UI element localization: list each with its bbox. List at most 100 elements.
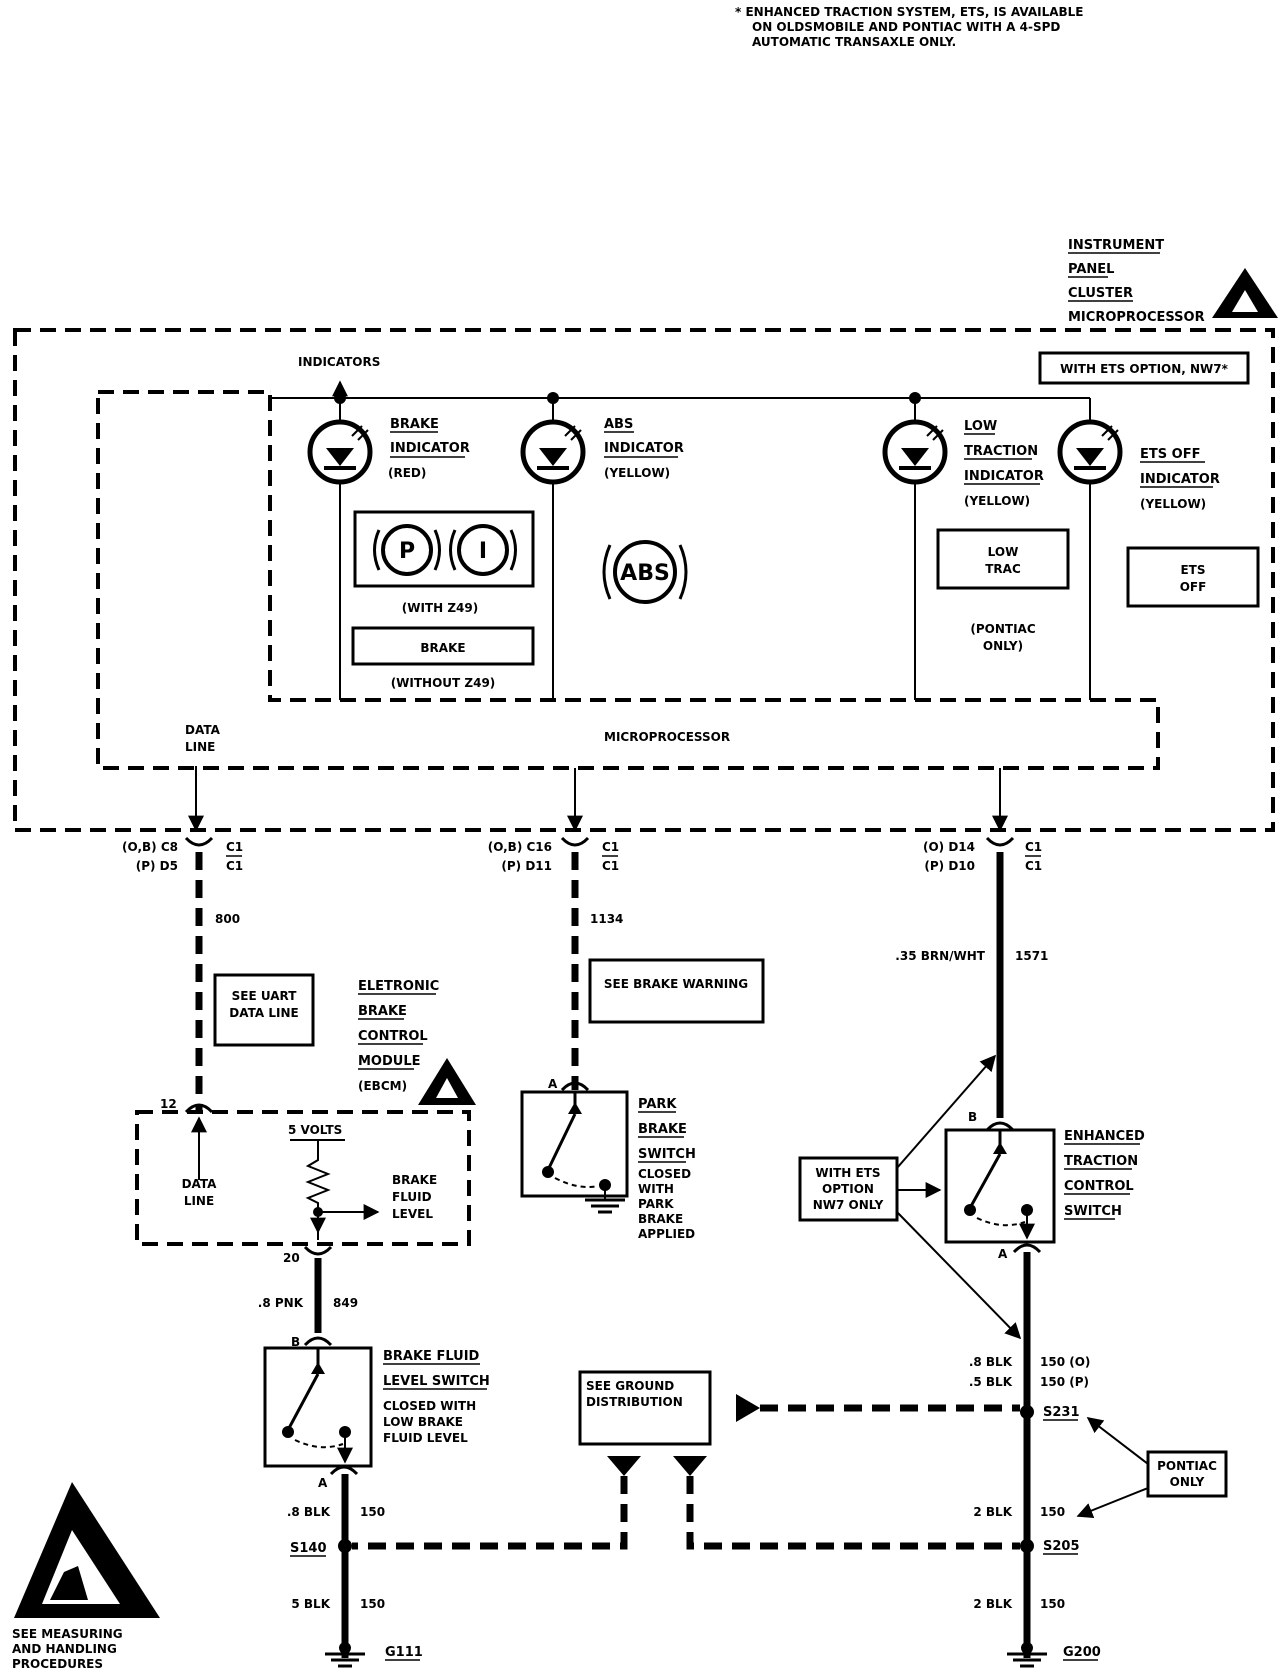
svg-text:ETS OFF: ETS OFF [1140,447,1200,462]
s205-label: S205 [1043,1539,1080,1554]
splice-s140 [338,1539,352,1553]
abs-symbol: ABS [602,540,688,604]
ground-g200-icon [1007,1642,1047,1668]
svg-text:APPLIED: APPLIED [638,1227,695,1241]
svg-text:BRAKE: BRAKE [638,1212,683,1226]
svg-text:ABS: ABS [604,417,633,432]
svg-text:C1: C1 [226,840,243,854]
ets-off-line-1: ETS [1180,563,1205,577]
svg-text:ONLY: ONLY [1170,1475,1205,1489]
ebcm-pin-20: 20 [283,1251,300,1265]
low-trac-symbol-box [936,528,1070,590]
ebcm-connector-20 [303,1245,333,1256]
esd-note-line-1: SEE MEASURING [12,1627,123,1641]
ebcm-data-line-2: LINE [184,1194,214,1208]
ebcm-data-line-1: DATA [182,1177,218,1191]
with-z49-label: (WITH Z49) [402,601,478,615]
ets-off-line-2: OFF [1180,580,1207,594]
ebcm-pin-12: 12 [160,1097,177,1111]
brake-fluid-level-label-3: LEVEL [392,1207,433,1221]
low-trac-line-1: LOW [988,545,1019,559]
svg-text:SWITCH: SWITCH [638,1147,696,1162]
esd-note-line-2: AND HANDLING [12,1642,117,1656]
svg-text:BRAKE: BRAKE [390,417,439,432]
svg-text:SEE UART: SEE UART [232,989,298,1003]
ipc-title: INSTRUMENT PANEL CLUSTER MICROPROCESSOR [1068,238,1205,325]
abs-indicator-lamp [520,419,586,485]
esd-icon-ipc [1212,268,1278,318]
svg-text:CONTROL: CONTROL [1064,1179,1134,1194]
right-bot-gauge: 2 BLK [973,1597,1012,1611]
s231-label: S231 [1043,1405,1080,1420]
svg-text:ENHANCED: ENHANCED [1064,1129,1145,1144]
esd-note-line-3: PROCEDURES [12,1657,103,1670]
pull-up-resistor [305,1140,331,1240]
brake-text-label: BRAKE [420,641,465,655]
ets-off-indicator-lamp [1057,419,1123,485]
svg-text:LOW BRAKE: LOW BRAKE [383,1415,463,1429]
splice-s231 [1020,1405,1034,1419]
svg-text:INDICATOR: INDICATOR [390,441,470,456]
ground-distribution-arrow-left [607,1456,641,1476]
wire-849-label: 849 [333,1296,358,1310]
low-traction-indicator-lamp [882,419,948,485]
etc-switch-pin-a: A [998,1247,1008,1261]
ets-option-label: WITH ETS OPTION, NW7* [1060,362,1229,376]
etc-switch-pin-b: B [968,1110,977,1124]
svg-text:ABS: ABS [620,561,670,586]
splice-s205 [1020,1539,1034,1553]
brake-indicator-lamp [307,419,373,485]
svg-text:DISTRIBUTION: DISTRIBUTION [586,1395,683,1409]
ebcm-boundary [135,1110,471,1246]
right-top-gauge-o: .8 BLK [969,1355,1013,1369]
svg-text:BRAKE FLUID: BRAKE FLUID [383,1349,480,1364]
fluid-switch-pin-b: B [291,1335,300,1349]
ipc-outer-boundary [13,328,1275,832]
svg-text:CLOSED: CLOSED [638,1167,691,1181]
svg-text:(P) D10: (P) D10 [924,859,975,873]
svg-text:INDICATOR: INDICATOR [604,441,684,456]
low-trac-line-2: TRAC [985,562,1021,576]
fluid-switch-title: BRAKE FLUID LEVEL SWITCH CLOSED WITH LOW… [383,1349,490,1445]
right-bot-label: 150 [1040,1597,1065,1611]
svg-text:P: P [399,539,415,564]
enhanced-traction-control-switch [944,1128,1056,1244]
svg-text:TRACTION: TRACTION [1064,1154,1138,1169]
svg-text:(O,B) C16: (O,B) C16 [488,840,552,854]
right-top-label-p: 150 (P) [1040,1375,1089,1389]
park-brake-ground-icon [585,1185,625,1214]
pontiac-only-line-2: ONLY) [983,639,1023,653]
ground-distribution-arrow-right-2 [673,1456,707,1476]
ebcm-5-volts: 5 VOLTS [288,1123,342,1137]
ipc-data-line-label-2: LINE [185,740,215,754]
svg-text:(O,B) C8: (O,B) C8 [122,840,178,854]
ipc-title-line-3: CLUSTER [1068,286,1133,301]
brake-fluid-level-label-2: FLUID [392,1190,432,1204]
low-traction-indicator-label: LOW TRACTION INDICATOR (YELLOW) [964,419,1044,508]
svg-text:(YELLOW): (YELLOW) [1140,497,1206,511]
brake-indicator-label: BRAKE INDICATOR (RED) [388,417,470,480]
abs-indicator-label: ABS INDICATOR (YELLOW) [604,417,684,480]
footnote-line-3: AUTOMATIC TRANSAXLE ONLY. [752,35,956,49]
see-uart-box [213,973,315,1047]
right-mid-label: 150 [1040,1505,1065,1519]
c1-connector-middle: (O,B) C16 (P) D11 C1 C1 [488,836,619,873]
without-z49-label: (WITHOUT Z49) [391,676,496,690]
svg-text:PARK: PARK [638,1097,677,1112]
ets-off-indicator-label: ETS OFF INDICATOR (YELLOW) [1140,447,1220,511]
with-ets-option-box [798,1156,899,1222]
brake-fluid-level-label-1: BRAKE [392,1173,437,1187]
ground-distribution-arrow-right [736,1394,760,1422]
g200-label: G200 [1063,1645,1101,1660]
footnote-line-1: * ENHANCED TRACTION SYSTEM, ETS, IS AVAI… [735,5,1084,19]
ipc-data-line-label-1: DATA [185,723,221,737]
svg-text:INDICATOR: INDICATOR [1140,472,1220,487]
footnote: * ENHANCED TRACTION SYSTEM, ETS, IS AVAI… [735,5,1084,49]
ground-g111-icon [325,1642,365,1668]
footnote-line-2: ON OLDSMOBILE AND PONTIAC WITH A 4-SPD [752,20,1060,34]
right-mid-gauge: 2 BLK [973,1505,1012,1519]
wire-849-gauge: .8 PNK [258,1296,304,1310]
s140-top-label: 150 [360,1505,385,1519]
brake-text-box [351,626,535,666]
